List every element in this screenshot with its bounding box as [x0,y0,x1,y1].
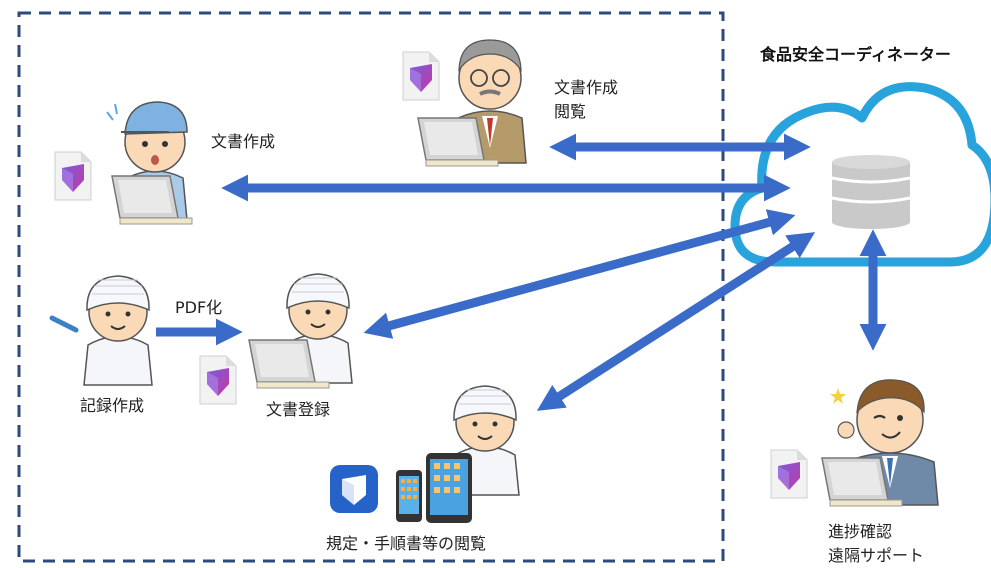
page-title: 食品安全コーディネーター [760,45,951,64]
label-remote-support: 遠隔サポート [828,546,925,565]
label-record-creation: 記録作成 [80,396,145,415]
document-icon [199,355,237,405]
label-staff-writing: 文書作成 [211,132,276,151]
label-progress-check: 進捗確認 [828,522,893,541]
arrow-browse-cloud [536,232,816,411]
label-pdf-conversion: PDF化 [175,298,223,317]
label-manager-browse: 閲覧 [554,102,587,121]
flow-arrows [156,133,887,411]
smartphone-icon [396,470,422,522]
document-icon [54,151,92,201]
organization-boundary [17,11,725,563]
label-manager-writing: 文書作成 [554,78,619,97]
label-browse-procedures: 規定・手順書等の閲覧 [326,534,487,553]
database-icon [831,155,911,229]
pen-icon [49,315,79,333]
document-icon [402,51,440,101]
worker-record-figure [83,275,153,386]
label-document-registration: 文書登録 [266,400,331,419]
tablet-icon [426,453,472,523]
document-icon [770,449,808,499]
app-icon [330,465,378,513]
